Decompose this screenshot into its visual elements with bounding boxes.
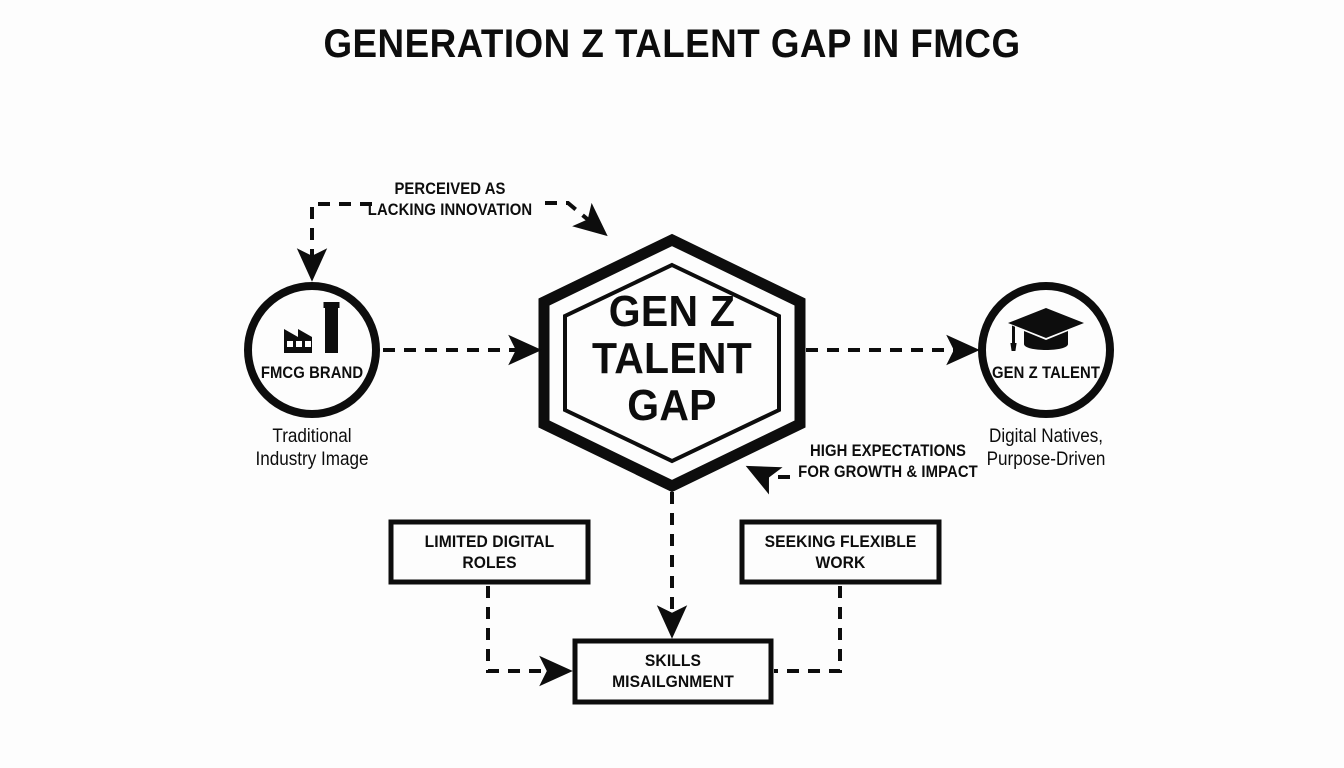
edge-label-expectations-line2: FOR GROWTH & IMPACT — [798, 463, 978, 482]
connector-roles-to-skills — [486, 586, 573, 687]
circle-fmcg-brand-shape — [244, 282, 380, 418]
circle-genz-talent-shape — [978, 282, 1114, 418]
connector-flexible-to-skills — [774, 586, 842, 673]
genz-talent-caption-line1: Digital Natives, — [988, 426, 1104, 447]
fmcg-brand-caption-line1: Traditional — [272, 426, 352, 447]
fmcg-brand-caption-line2: Industry Image — [255, 449, 369, 471]
box-skills-line1: SKILLS — [644, 651, 702, 670]
genz-talent-caption-line2: Purpose-Driven — [986, 449, 1106, 471]
hexagon-label-line1: GEN Z — [608, 287, 736, 336]
box-limited-digital-roles-shape — [388, 519, 591, 585]
fmcg-brand-label: FMCG BRAND — [260, 364, 364, 382]
edge-label-expectations-line1: HIGH EXPECTATIONS — [809, 442, 967, 460]
graduation-cap-icon — [1008, 308, 1084, 351]
genz-talent-label: GEN Z TALENT — [991, 364, 1101, 382]
hexagon-label-line3: GAP — [627, 381, 717, 431]
connector-perception-to-gap — [545, 201, 608, 237]
hexagon-center-shape — [538, 233, 806, 493]
box-flexible-work-line2: WORK — [815, 553, 866, 573]
edge-label-high-expectations: HIGH EXPECTATIONS FOR GROWTH & IMPACT — [798, 441, 978, 484]
factory-icon — [284, 302, 340, 353]
page-title: GENERATION Z TALENT GAP IN FMCG — [323, 22, 1021, 66]
fmcg-brand-caption: Traditional Industry Image — [204, 425, 420, 471]
box-label-skills-misalignment: SKILLS MISAILGNMENT — [583, 650, 763, 693]
box-limited-roles-line1: LIMITED DIGITAL — [424, 532, 555, 551]
hexagon-label-line2: TALENT — [591, 334, 753, 384]
hexagon-label: GEN Z TALENT GAP — [486, 288, 858, 429]
box-label-seeking-flexible-work: SEEKING FLEXIBLE WORK — [750, 531, 931, 574]
genz-talent-caption: Digital Natives, Purpose-Driven — [938, 425, 1154, 471]
box-skills-misalignment-shape — [572, 638, 774, 705]
box-label-limited-digital-roles: LIMITED DIGITAL ROLES — [399, 531, 580, 574]
edge-label-perceived-lacking-innovation: PERCEIVED AS LACKING INNOVATION — [351, 179, 549, 222]
edge-label-perceived-line2: LACKING INNOVATION — [367, 201, 533, 220]
connector-expectations-to-gap — [745, 465, 790, 495]
connector-perception-to-brand — [296, 202, 372, 282]
box-limited-roles-line2: ROLES — [462, 553, 517, 573]
box-flexible-work-line1: SEEKING FLEXIBLE — [764, 532, 917, 551]
box-skills-line2: MISAILGNMENT — [612, 672, 734, 692]
edge-label-perceived-line1: PERCEIVED AS — [394, 180, 506, 198]
box-seeking-flexible-work-shape — [739, 519, 942, 585]
